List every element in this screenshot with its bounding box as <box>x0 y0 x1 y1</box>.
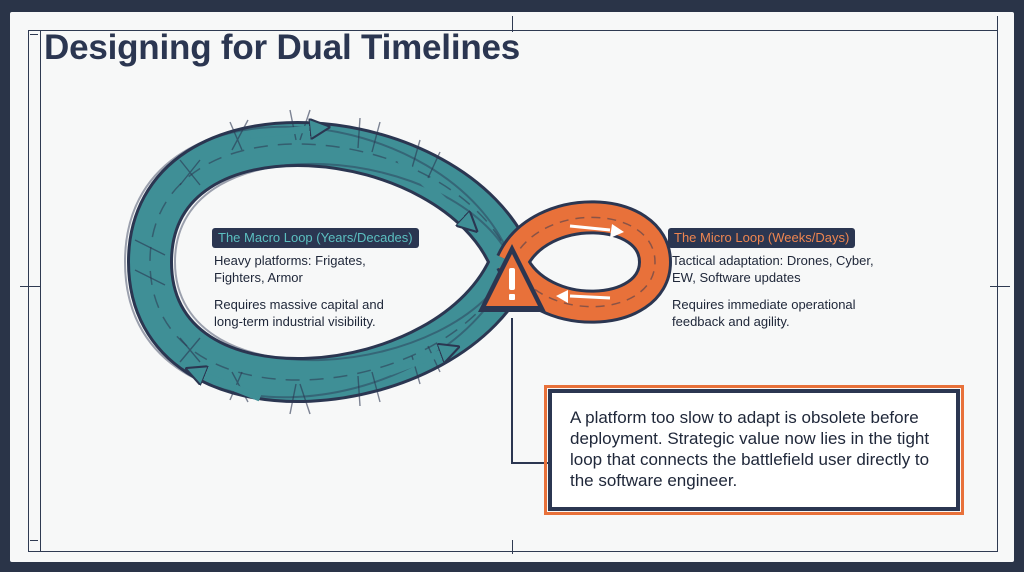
micro-loop-label: The Micro Loop (Weeks/Days) <box>668 228 856 248</box>
micro-arrow-icon <box>569 294 611 300</box>
micro-loop-description: Tactical adaptation: Drones, Cyber, EW, … <box>672 253 874 285</box>
frame-tick <box>512 16 513 32</box>
micro-arrow-icon <box>610 224 624 238</box>
macro-arrow-icon <box>249 128 320 135</box>
micro-loop-requirement: Requires immediate operational feedback … <box>672 297 856 329</box>
frame-tick <box>30 540 38 541</box>
callout-connector-line <box>511 318 555 464</box>
macro-loop-arrows <box>195 128 470 402</box>
frame-left-inner-line <box>40 30 41 552</box>
warning-triangle-icon <box>478 244 546 312</box>
macro-arrow-icon <box>397 157 470 225</box>
frame-tick <box>30 34 38 35</box>
micro-loop-band <box>496 200 673 324</box>
frame-tick <box>990 286 1010 287</box>
macro-arrow-icon <box>195 372 262 402</box>
macro-loop-description: Heavy platforms: Frigates, Fighters, Arm… <box>214 253 366 285</box>
frame-right-line <box>997 16 998 552</box>
page-title: Designing for Dual Timelines <box>44 28 521 67</box>
macro-loop-truss <box>134 109 441 415</box>
frame-tick <box>512 540 513 554</box>
frame-tick <box>20 286 40 287</box>
frame-left-line <box>28 30 29 552</box>
micro-loop-arrows <box>556 224 624 303</box>
key-insight-callout: A platform too slow to adapt is obsolete… <box>544 385 964 515</box>
macro-loop-label: The Macro Loop (Years/Decades) <box>212 228 419 248</box>
micro-arrow-icon <box>569 224 611 232</box>
macro-loop-requirement: Requires massive capital and long-term i… <box>214 297 384 329</box>
frame-top-line <box>28 30 998 31</box>
frame-bottom-line <box>28 551 998 552</box>
callout-text: A platform too slow to adapt is obsolete… <box>570 408 930 490</box>
micro-arrow-icon <box>556 290 568 303</box>
macro-arrow-icon <box>388 350 450 376</box>
